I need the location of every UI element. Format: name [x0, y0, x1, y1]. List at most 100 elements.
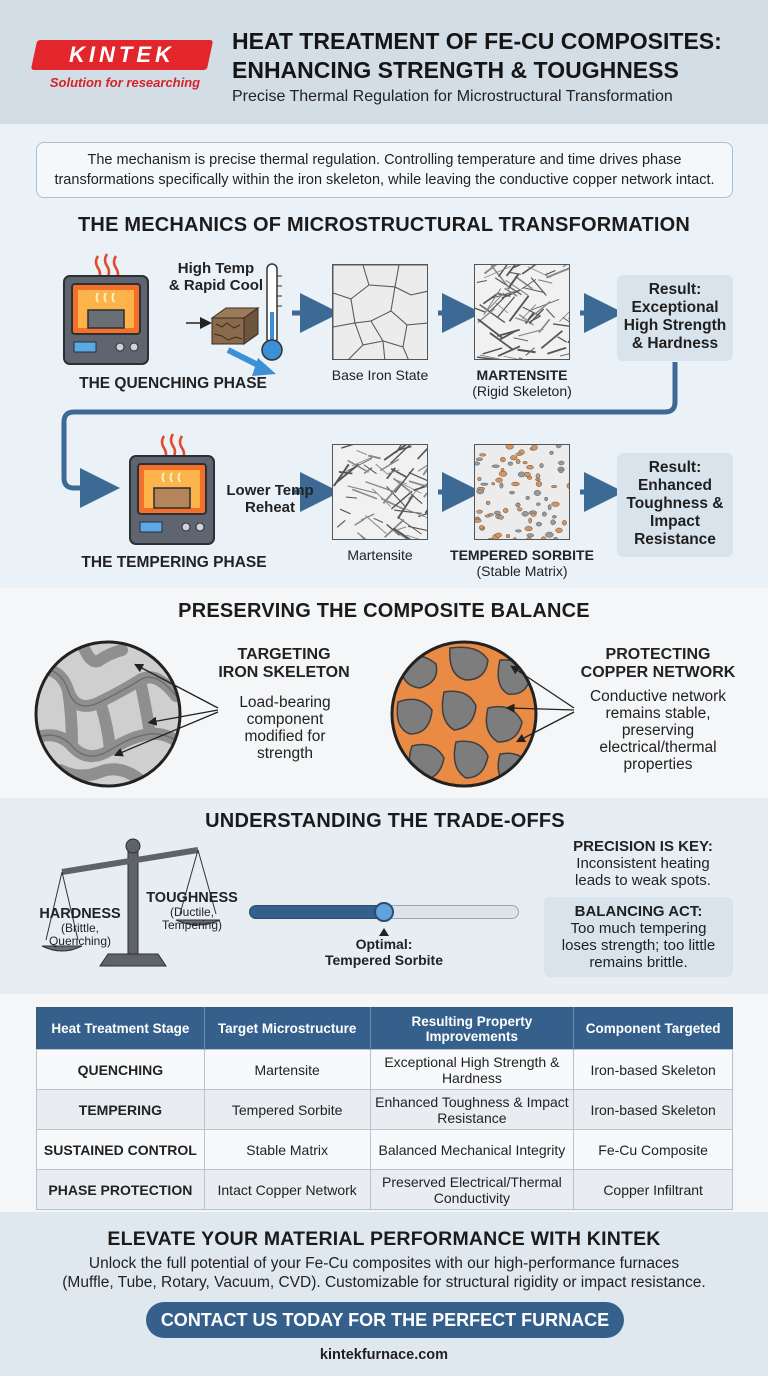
copper-desc-line-5: properties	[623, 756, 693, 773]
temper-condition-line-2: Reheat	[244, 499, 296, 516]
table-cell: Exceptional High Strength & Hardness	[369, 1049, 575, 1090]
balancing-line-3: remains brittle.	[589, 954, 688, 971]
cta-body: Unlock the full potential of your Fe-Cu …	[0, 1254, 768, 1292]
copper-heading-line-2: COPPER NETWORK	[580, 664, 736, 681]
cta-line-2: (Muffle, Tube, Rotary, Vacuum, CVD). Cus…	[62, 1274, 706, 1291]
optimal-pointer-icon	[379, 928, 389, 936]
quench-condition-line-2: & Rapid Cool	[168, 277, 264, 294]
copper-network-diagram	[392, 642, 536, 786]
table-cell: Fe-Cu Composite	[573, 1129, 733, 1170]
sorbite-label: TEMPERED SORBITE (Stable Matrix)	[444, 547, 600, 579]
thermometer-icon	[261, 263, 283, 361]
iron-heading: TARGETING IRON SKELETON	[214, 646, 354, 682]
temper-result-line-2: Enhanced	[637, 477, 713, 494]
copper-heading: PROTECTING COPPER NETWORK	[578, 646, 738, 682]
logo: KINTEK	[69, 42, 175, 67]
contact-button[interactable]: CONTACT US TODAY FOR THE PERFECT FURNACE	[146, 1302, 624, 1338]
table-header-row: Heat Treatment Stage Target Microstructu…	[36, 1007, 733, 1050]
quench-condition: High Temp & Rapid Cool	[168, 260, 264, 294]
optimal-line-2: Tempered Sorbite	[325, 952, 443, 968]
quench-result-line-1: Result:	[648, 281, 702, 298]
base-iron-tile	[332, 264, 428, 360]
temper-condition-line-1: Lower Temp	[226, 482, 314, 499]
quench-result-line-2: Exceptional	[631, 299, 719, 316]
iron-skeleton-diagram	[36, 642, 180, 786]
website-link[interactable]: kintekfurnace.com	[319, 1347, 449, 1363]
optimal-label: Optimal: Tempered Sorbite	[314, 936, 454, 968]
temper-result-line-3: Toughness &	[626, 495, 724, 512]
title-line-1: HEAT TREATMENT OF FE-CU COMPOSITES:	[232, 28, 722, 54]
precision-line-1: Inconsistent heating	[576, 855, 710, 872]
cta-section	[0, 1212, 768, 1376]
table-cell: QUENCHING	[36, 1049, 205, 1090]
cta-title: ELEVATE YOUR MATERIAL PERFORMANCE WITH K…	[107, 1228, 661, 1250]
martensite-needles-2	[333, 445, 427, 539]
page-subtitle: Precise Thermal Regulation for Microstru…	[232, 88, 673, 105]
copper-desc-line-3: preserving	[621, 722, 695, 739]
quench-condition-line-1: High Temp	[177, 260, 255, 277]
composite-diagrams	[34, 640, 575, 788]
cta-line-1: Unlock the full potential of your Fe-Cu …	[88, 1255, 680, 1272]
sample-block-icon	[210, 307, 260, 345]
tradeoff-slider-knob	[374, 902, 394, 922]
copper-desc-line-1: Conductive network	[589, 688, 727, 705]
balancing-heading: BALANCING ACT:	[574, 903, 703, 920]
table-header-cell: Heat Treatment Stage	[36, 1007, 205, 1050]
hardness-title: HARDNESS	[39, 906, 121, 922]
balancing-line-2: loses strength; too little	[561, 937, 716, 954]
temper-result-line-4: Impact	[650, 513, 700, 530]
martensite-title: MARTENSITE	[476, 367, 568, 383]
table-header-cell: Resulting Property Improvements	[370, 1007, 575, 1050]
balancing-card: BALANCING ACT: Too much tempering loses …	[544, 897, 733, 977]
temper-result-card: Result: Enhanced Toughness & Impact Resi…	[617, 453, 733, 557]
table-cell: SUSTAINED CONTROL	[36, 1129, 205, 1170]
table-cell: Balanced Mechanical Integrity	[369, 1129, 575, 1170]
quench-result-line-3: High Strength	[623, 317, 727, 334]
mechanics-title: THE MECHANICS OF MICROSTRUCTURAL TRANSFO…	[78, 214, 690, 236]
quench-phase-label: THE QUENCHING PHASE	[79, 375, 267, 392]
toughness-title: TOUGHNESS	[146, 890, 238, 906]
hardness-sub-2: Quenching)	[48, 934, 112, 948]
temper-furnace-icon	[129, 433, 215, 545]
table-cell: Enhanced Toughness & Impact Resistance	[369, 1089, 575, 1130]
table-header-cell: Target Microstructure	[204, 1007, 371, 1050]
sorbite-title: TEMPERED SORBITE	[450, 547, 594, 563]
iron-heading-line-1: TARGETING	[237, 646, 331, 663]
quench-furnace-icon	[63, 253, 149, 365]
iron-desc-line-1: Load-bearing	[239, 694, 331, 711]
hardness-sub-1: (Brittle,	[60, 921, 99, 935]
table-row: PHASE PROTECTION Intact Copper Network P…	[36, 1169, 733, 1210]
table-header-cell: Component Targeted	[573, 1007, 733, 1050]
title-line-2: ENHANCING STRENGTH & TOUGHNESS	[232, 57, 679, 83]
table-cell: Iron-based Skeleton	[573, 1049, 733, 1090]
iron-desc-line-4: strength	[256, 745, 313, 762]
balancing-line-1: Too much tempering	[570, 920, 707, 937]
martensite-tile-2	[332, 444, 428, 540]
flow-arrows	[61, 293, 678, 512]
table-cell: Martensite	[203, 1049, 371, 1090]
connector-arrow	[61, 362, 678, 508]
table-cell: Stable Matrix	[203, 1129, 371, 1170]
base-iron-label: Base Iron State	[331, 367, 429, 383]
copper-description: Conductive network remains stable, prese…	[570, 688, 746, 773]
temper-result-line-1: Result:	[648, 459, 702, 476]
table-row: TEMPERING Tempered Sorbite Enhanced Toug…	[36, 1089, 733, 1130]
copper-heading-line-1: PROTECTING	[605, 646, 711, 663]
sorbite-particles	[475, 445, 569, 539]
tradeoff-slider-fill	[249, 905, 384, 919]
table-cell: Intact Copper Network	[203, 1169, 371, 1210]
tradeoffs-title: UNDERSTANDING THE TRADE-OFFS	[205, 810, 565, 832]
table-cell: Iron-based Skeleton	[573, 1089, 733, 1130]
toughness-label: TOUGHNESS (Ductile, Tempering)	[146, 890, 238, 932]
optimal-line-1: Optimal:	[355, 936, 413, 952]
logo-tagline: Solution for researching	[49, 75, 201, 90]
table-row: QUENCHING Martensite Exceptional High St…	[36, 1049, 733, 1090]
summary-table: Heat Treatment Stage Target Microstructu…	[36, 1007, 733, 1210]
toughness-sub-1: (Ductile,	[169, 905, 214, 919]
quench-result-card: Result: Exceptional High Strength & Hard…	[617, 275, 733, 361]
precision-heading: PRECISION IS KEY:	[573, 838, 713, 855]
iron-desc-line-3: modified for	[244, 728, 326, 745]
table-cell: Preserved Electrical/Thermal Conductivit…	[369, 1169, 575, 1210]
preserving-title: PRESERVING THE COMPOSITE BALANCE	[178, 600, 590, 622]
precision-note: PRECISION IS KEY: Inconsistent heating l…	[548, 838, 738, 889]
